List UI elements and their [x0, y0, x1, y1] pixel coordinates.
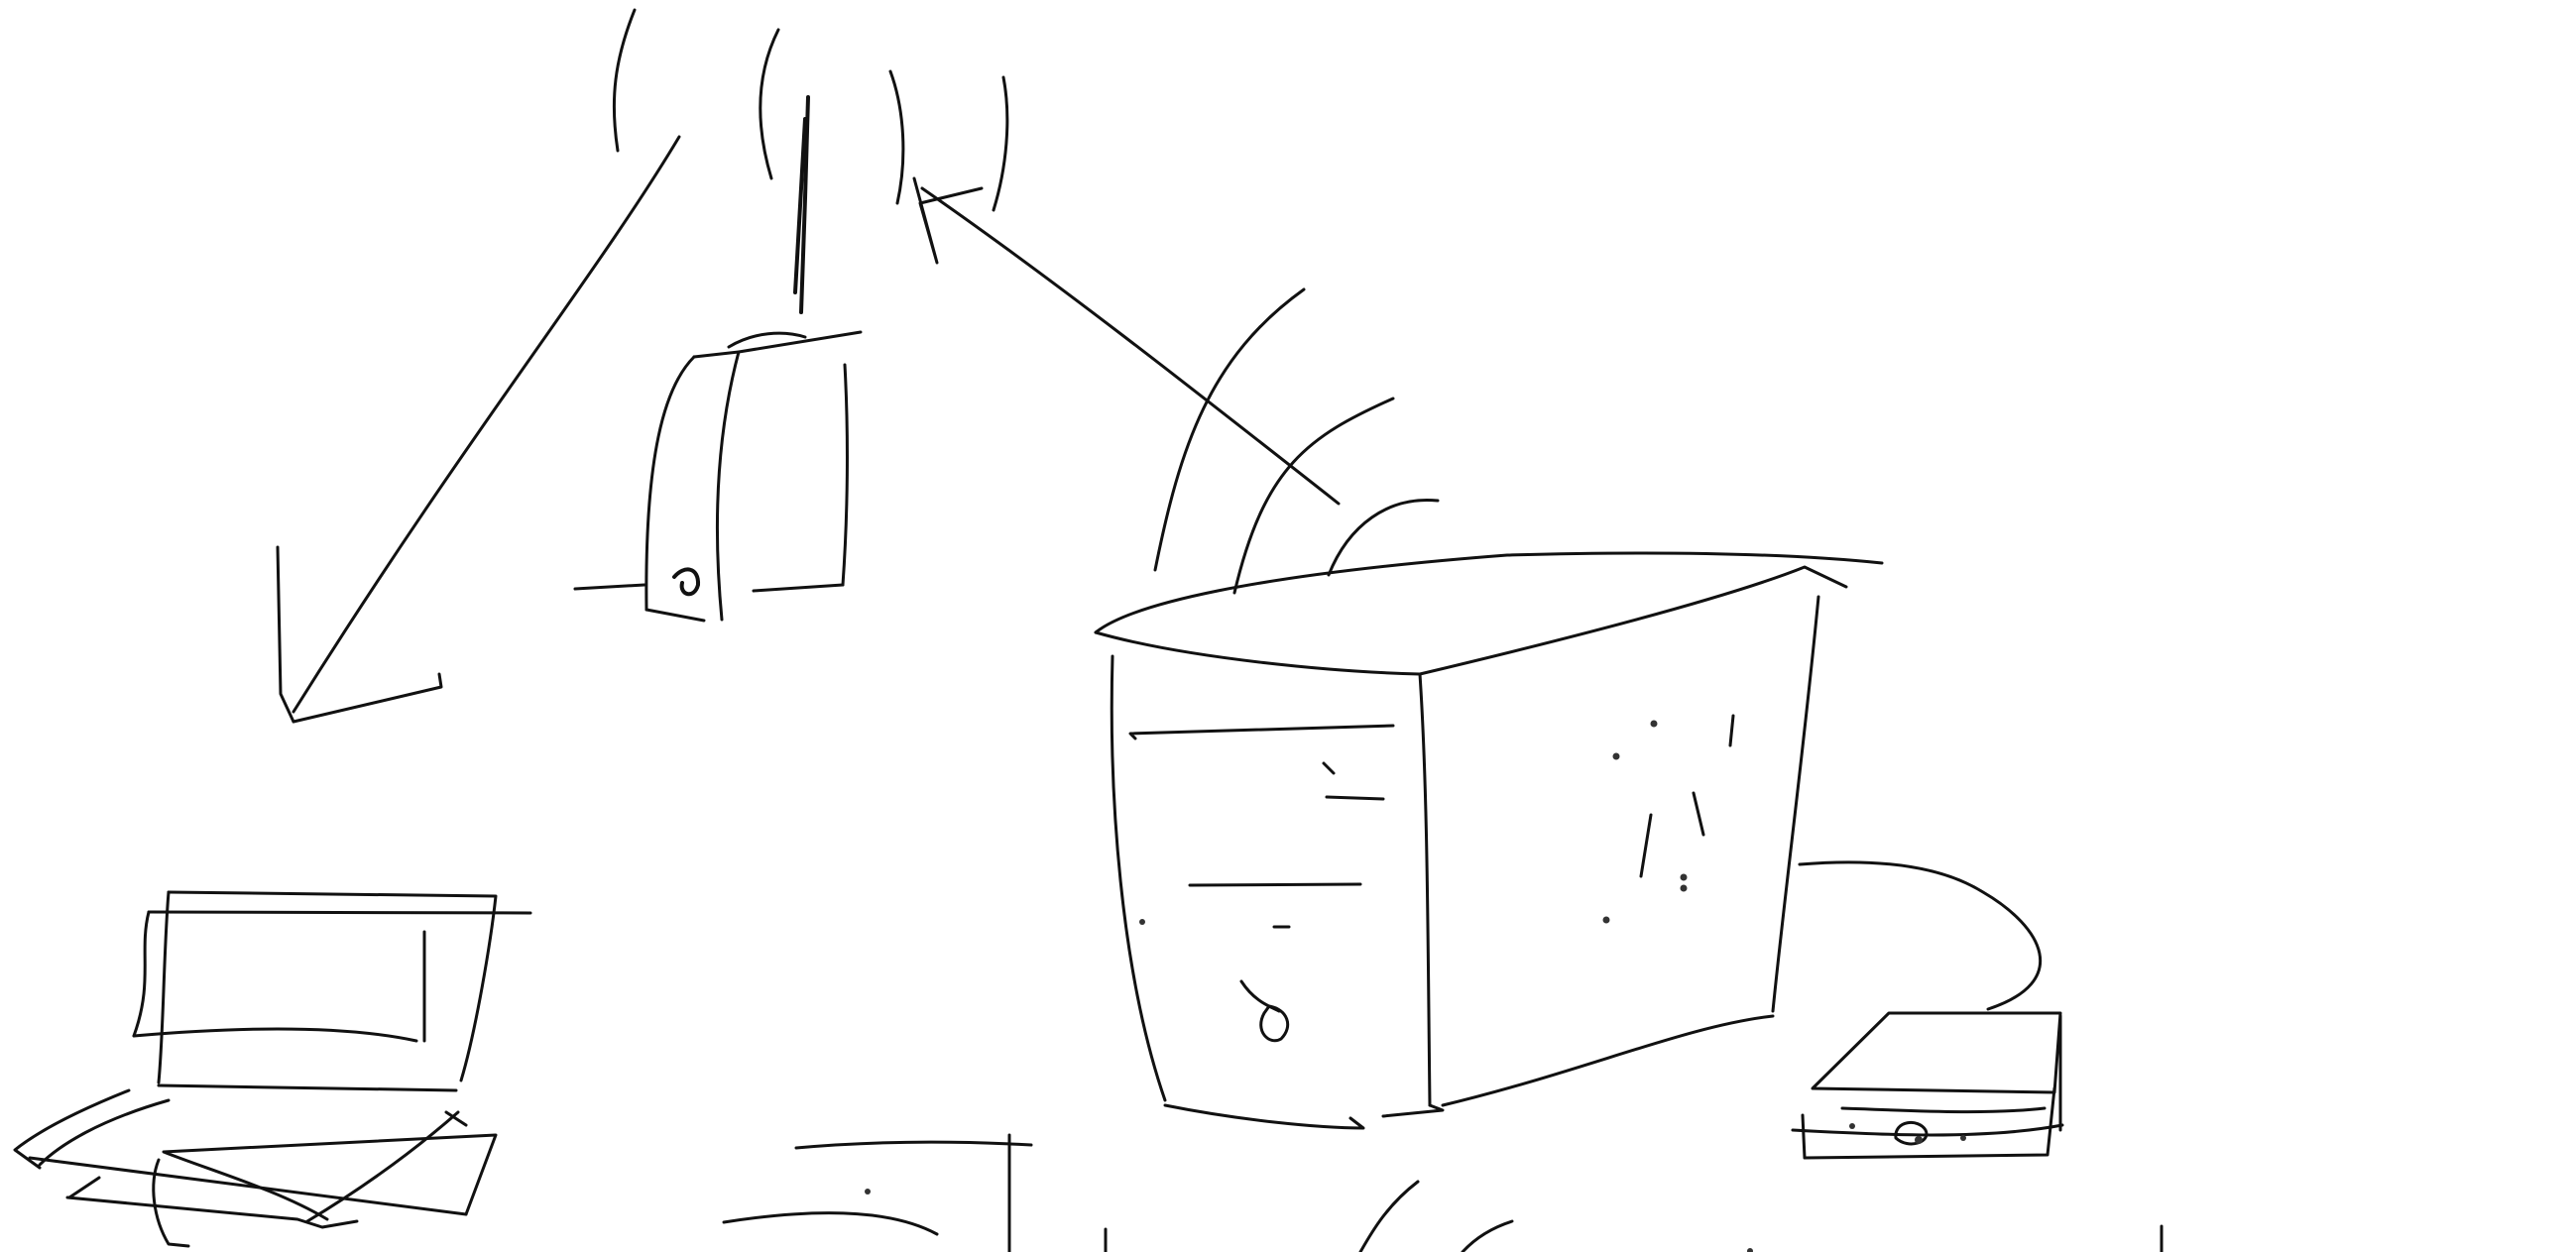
router-icon — [575, 332, 861, 621]
pc-tower — [1096, 553, 1882, 1128]
external-drive — [1793, 1013, 2062, 1158]
laptop — [15, 892, 530, 1246]
tower-wifi-arcs — [1155, 289, 1438, 593]
antenna-line — [795, 97, 808, 312]
arrow-to-laptop — [278, 137, 679, 722]
bottom-partial-sketches — [724, 1135, 2162, 1252]
drive-cable — [1800, 862, 2041, 1009]
arrow-from-tower — [914, 178, 1339, 504]
wifi-signal-icon — [614, 10, 1006, 210]
